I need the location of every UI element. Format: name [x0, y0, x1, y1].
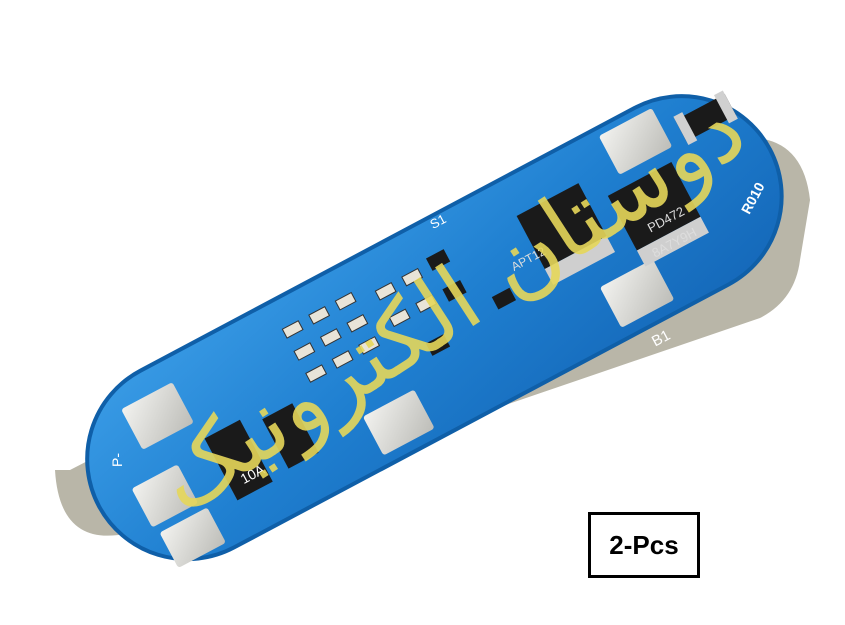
pcb-board — [85, 90, 784, 567]
pad-b-minus-left — [132, 465, 198, 527]
silk-b-minus: B- — [73, 397, 90, 412]
pad-mid — [363, 390, 434, 455]
ic-chip-2 — [262, 403, 319, 469]
silk-b2: B2 — [80, 349, 98, 368]
smd-components — [281, 267, 438, 383]
pad-b2 — [122, 383, 193, 449]
mosfet-right — [607, 162, 701, 251]
ic-chip-1 — [204, 419, 273, 501]
mosfet-left — [516, 183, 607, 269]
pad-p-minus — [160, 508, 225, 567]
quantity-label: 2-Pcs — [588, 512, 700, 578]
pad-b1 — [600, 260, 674, 327]
silk-p-minus: P- — [109, 453, 125, 467]
transistors — [425, 249, 517, 356]
pad-top-right — [599, 108, 672, 174]
